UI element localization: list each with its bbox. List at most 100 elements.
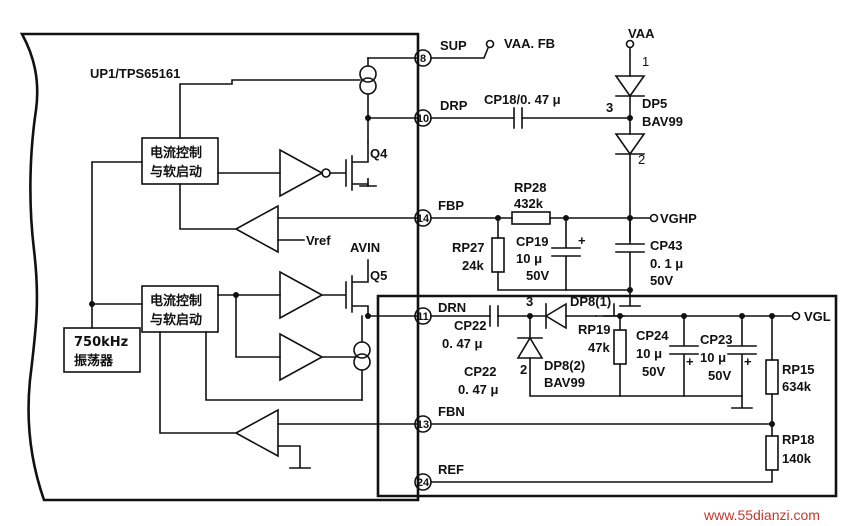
svg-text:24k: 24k bbox=[462, 258, 484, 273]
svg-text:634k: 634k bbox=[782, 379, 812, 394]
svg-text:RP27: RP27 bbox=[452, 240, 485, 255]
buffer-top bbox=[217, 148, 331, 198]
svg-text:10 μ: 10 μ bbox=[516, 251, 542, 266]
sup-net: VAA. FB bbox=[430, 36, 555, 59]
svg-text:DRN: DRN bbox=[438, 300, 466, 315]
vaa-label: VAA bbox=[628, 26, 655, 41]
resistor-rp28: RP28 432k bbox=[497, 180, 631, 225]
svg-text:电流控制: 电流控制 bbox=[150, 293, 202, 309]
svg-text:与软启动: 与软启动 bbox=[150, 164, 202, 180]
pin-14: 14 FBP bbox=[414, 198, 464, 227]
svg-text:47k: 47k bbox=[588, 340, 610, 355]
svg-text:+: + bbox=[744, 354, 752, 369]
svg-text:50V: 50V bbox=[650, 273, 673, 288]
vgl-net: VGL bbox=[595, 309, 831, 324]
error-amp-bottom bbox=[159, 331, 419, 469]
negative-pump-box bbox=[376, 294, 838, 498]
q5-label: Q5 bbox=[370, 268, 387, 283]
ic-body: UP1/TPS65161 bbox=[19, 32, 420, 502]
cp18-label: CP18/0. 47 μ bbox=[484, 92, 561, 107]
svg-text:CP24: CP24 bbox=[636, 328, 669, 343]
svg-text:2: 2 bbox=[638, 152, 645, 167]
svg-text:CP22: CP22 bbox=[454, 318, 487, 333]
capacitor-cp43: CP43 0. 1 μ 50V bbox=[565, 217, 683, 307]
svg-text:1: 1 bbox=[642, 54, 649, 69]
resistor-rp18: RP18 140k bbox=[430, 423, 815, 483]
capacitor-cp19: + CP19 10 μ 50V bbox=[516, 217, 586, 291]
watermark: www.55dianzi.com bbox=[703, 507, 820, 523]
svg-text:BAV99: BAV99 bbox=[642, 114, 683, 129]
vref-label: Vref bbox=[306, 233, 331, 248]
diode-dp8-2: 2 DP8(2) BAV99 CP22 0. 47 μ bbox=[458, 315, 743, 397]
svg-text:3: 3 bbox=[606, 100, 613, 115]
svg-text:10: 10 bbox=[417, 113, 429, 125]
svg-text:BAV99: BAV99 bbox=[544, 375, 585, 390]
vghp-label: VGHP bbox=[660, 211, 697, 226]
svg-text:FBP: FBP bbox=[438, 198, 464, 213]
q4-label: Q4 bbox=[370, 146, 388, 161]
oscillator-wiring bbox=[89, 161, 143, 329]
svg-text:CP19: CP19 bbox=[516, 234, 549, 249]
pin-24: 24 REF bbox=[414, 462, 464, 491]
svg-text:SUP: SUP bbox=[440, 38, 467, 53]
svg-text:RP18: RP18 bbox=[782, 432, 815, 447]
ctrl-block-bottom: 电流控制 与软启动 bbox=[141, 285, 219, 333]
svg-text:11: 11 bbox=[417, 311, 429, 323]
vgl-label: VGL bbox=[804, 309, 831, 324]
svg-text:FBN: FBN bbox=[438, 404, 465, 419]
vaa-fb-label: VAA. FB bbox=[504, 36, 555, 51]
svg-text:RP19: RP19 bbox=[578, 322, 611, 337]
svg-text:50V: 50V bbox=[642, 364, 665, 379]
chip-name: UP1/TPS65161 bbox=[90, 66, 180, 81]
svg-text:电流控制: 电流控制 bbox=[150, 145, 202, 161]
svg-text:24: 24 bbox=[417, 477, 430, 489]
svg-text:0. 1 μ: 0. 1 μ bbox=[650, 256, 683, 271]
svg-text:CP22: CP22 bbox=[464, 364, 497, 379]
oscillator-block: 750kHz 振荡器 bbox=[63, 327, 141, 373]
pin-13: 13 FBN bbox=[414, 404, 465, 433]
avin-label: AVIN bbox=[350, 240, 380, 255]
pin-10: 10 DRP bbox=[414, 98, 468, 127]
buffer-bottom bbox=[217, 270, 324, 320]
svg-text:0. 47 μ: 0. 47 μ bbox=[458, 382, 499, 397]
transistor-q5: Q5 AVIN bbox=[321, 240, 387, 317]
svg-text:振荡器: 振荡器 bbox=[74, 353, 114, 369]
svg-text:50V: 50V bbox=[526, 268, 549, 283]
svg-text:RP15: RP15 bbox=[782, 362, 815, 377]
svg-text:与软启动: 与软启动 bbox=[150, 312, 202, 328]
drn-net: CP22 0. 47 μ 3 bbox=[430, 294, 533, 351]
current-source-bottom bbox=[205, 313, 419, 401]
svg-text:10 μ: 10 μ bbox=[636, 346, 662, 361]
svg-text:+: + bbox=[578, 233, 586, 248]
resistor-rp27: RP27 24k bbox=[452, 217, 567, 291]
svg-text:50V: 50V bbox=[708, 368, 731, 383]
svg-text:DP8(2): DP8(2) bbox=[544, 358, 585, 373]
svg-text:10 μ: 10 μ bbox=[700, 350, 726, 365]
svg-text:REF: REF bbox=[438, 462, 464, 477]
drp-net: CP18/0. 47 μ bbox=[430, 92, 633, 129]
transistor-q4: Q4 bbox=[329, 141, 388, 191]
svg-text:CP43: CP43 bbox=[650, 238, 683, 253]
svg-text:13: 13 bbox=[417, 419, 429, 431]
svg-text:+: + bbox=[686, 354, 694, 369]
svg-text:0. 47 μ: 0. 47 μ bbox=[442, 336, 483, 351]
current-source-top bbox=[179, 57, 419, 143]
svg-text:DP8(1): DP8(1) bbox=[570, 294, 611, 309]
svg-text:14: 14 bbox=[417, 213, 430, 225]
capacitor-cp24: + CP24 10 μ 50V bbox=[636, 315, 699, 397]
svg-text:DP5: DP5 bbox=[642, 96, 667, 111]
svg-text:750kHz: 750kHz bbox=[74, 335, 128, 350]
svg-text:432k: 432k bbox=[514, 196, 544, 211]
capacitor-cp23: + CP23 10 μ 50V bbox=[700, 315, 757, 409]
resistor-rp15: RP15 634k bbox=[765, 315, 815, 427]
error-amp-top: Vref bbox=[179, 183, 419, 254]
svg-text:3: 3 bbox=[526, 294, 533, 309]
ctrl-block-top: 电流控制 与软启动 bbox=[141, 137, 219, 185]
svg-text:RP28: RP28 bbox=[514, 180, 547, 195]
buffer-bottom-2 bbox=[235, 294, 357, 382]
resistor-rp19: RP19 47k bbox=[578, 315, 627, 397]
svg-text:DRP: DRP bbox=[440, 98, 468, 113]
svg-text:8: 8 bbox=[420, 53, 426, 65]
svg-text:140k: 140k bbox=[782, 451, 812, 466]
